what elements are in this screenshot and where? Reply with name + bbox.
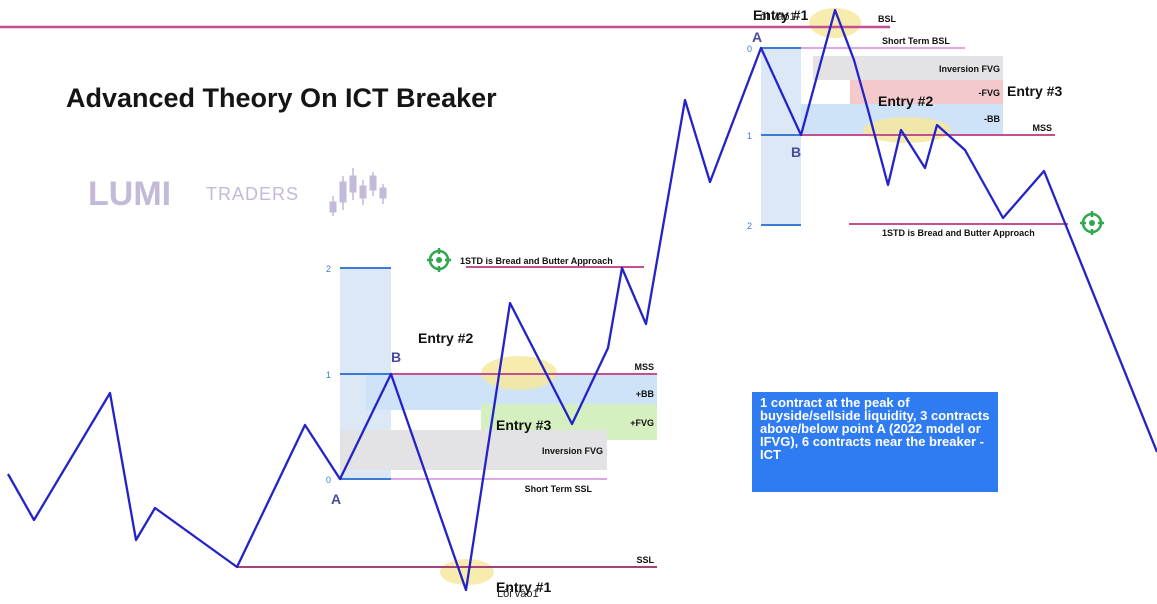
right-fvg-zone — [850, 80, 1003, 107]
left-entry-2-label: Entry #2 — [418, 330, 473, 346]
ssl-sweep-highlight — [440, 559, 494, 585]
right-point-b: B — [791, 144, 801, 160]
right-fib-0-tick: 0 — [747, 44, 752, 54]
right-target-icon — [1080, 211, 1104, 235]
left-point-b: B — [391, 349, 401, 365]
right-bb-label: -BB — [984, 114, 1000, 124]
right-entry-3-label: Entry #3 — [1007, 83, 1062, 99]
brand-word-lumi: LUMI — [88, 175, 171, 213]
left-entry-3-label: Entry #3 — [496, 417, 551, 433]
right-fib-2-tick: 2 — [747, 221, 752, 231]
left-fib-0-tick: 0 — [326, 475, 331, 485]
left-target-icon — [427, 248, 451, 272]
bsl-sweep-highlight — [809, 8, 861, 38]
short-term-bsl-label: Short Term BSL — [882, 36, 950, 46]
left-point-a: A — [331, 491, 341, 507]
right-fib-range-box — [761, 48, 801, 225]
right-mss-label: MSS — [1032, 123, 1052, 133]
candlestick-icon — [329, 168, 387, 216]
left-fib-2-tick: 2 — [326, 264, 331, 274]
right-entry-1-label: Entry #1 — [753, 7, 808, 23]
left-fib-1-tick: 1 — [326, 370, 331, 380]
short-term-ssl-label: Short Term SSL — [525, 484, 593, 494]
left-std-label: 1STD is Bread and Butter Approach — [460, 256, 613, 266]
left-mss-label: MSS — [634, 362, 654, 372]
left-bb-label: +BB — [636, 389, 655, 399]
contract-allocation-note: 1 contract at the peak of buyside/sellsi… — [752, 392, 998, 492]
page-title: Advanced Theory On ICT Breaker — [66, 83, 497, 113]
right-inversion-fvg-label: Inversion FVG — [939, 64, 1000, 74]
right-point-a: A — [752, 29, 762, 45]
bsl-label: BSL — [878, 14, 897, 24]
right-std-label: 1STD is Bread and Butter Approach — [882, 228, 1035, 238]
left-fvg-label: +FVG — [630, 418, 654, 428]
right-fvg-label: -FVG — [979, 88, 1001, 98]
left-inversion-fvg-zone — [340, 430, 607, 470]
right-overlay-text: Lối vào1 — [754, 11, 796, 23]
left-entry-1-label: Entry #1 — [496, 579, 551, 595]
right-entry-2-label: Entry #2 — [878, 93, 933, 109]
right-inversion-fvg-zone — [813, 56, 1003, 80]
left-inversion-fvg-label: Inversion FVG — [542, 446, 603, 456]
right-mss-highlight — [863, 117, 951, 143]
price-path — [6, 8, 1157, 592]
brand-word-traders: TRADERS — [206, 184, 299, 204]
ssl-label: SSL — [636, 555, 654, 565]
left-overlay-text: Lối vào1 — [497, 588, 539, 600]
right-fib-1-tick: 1 — [747, 131, 752, 141]
